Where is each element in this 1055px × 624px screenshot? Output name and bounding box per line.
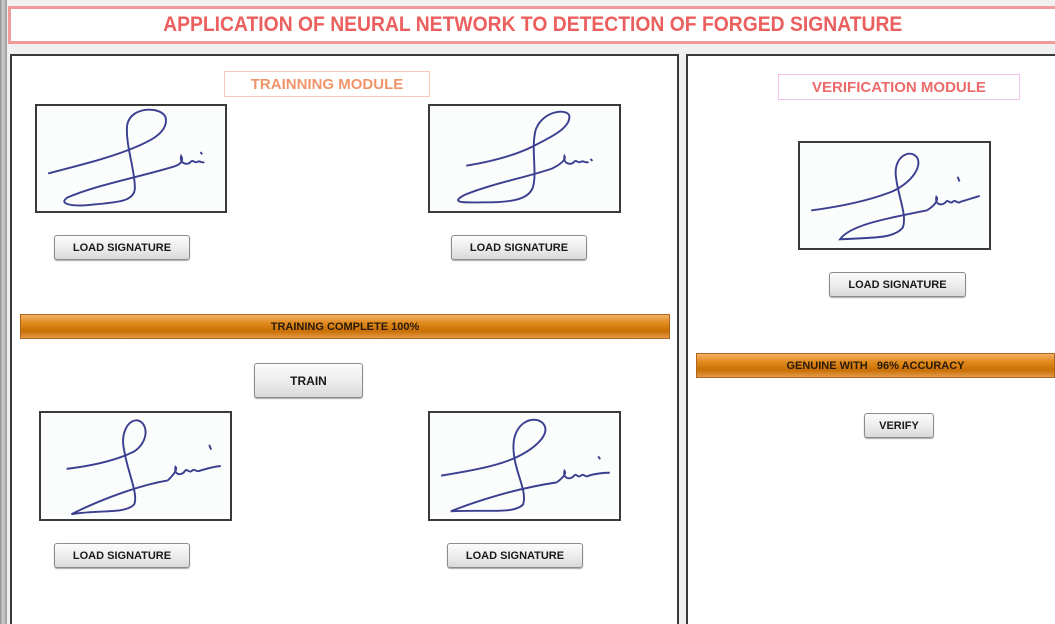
train-button[interactable]: TRAIN [254, 363, 363, 398]
signature-image-3 [39, 411, 232, 521]
training-progress-bar: TRAINING COMPLETE 100% [20, 314, 670, 339]
load-signature-button-1[interactable]: LOAD SIGNATURE [54, 235, 190, 260]
app-title-banner: APPLICATION OF NEURAL NETWORK TO DETECTI… [8, 6, 1055, 44]
verification-module-label: VERIFICATION MODULE [778, 74, 1020, 100]
verification-load-signature-button[interactable]: LOAD SIGNATURE [829, 272, 966, 297]
verify-button[interactable]: VERIFY [864, 413, 934, 438]
signature-image-4 [428, 411, 621, 521]
verification-signature-image [798, 141, 991, 250]
signature-icon [811, 152, 981, 241]
load-signature-button-4[interactable]: LOAD SIGNATURE [447, 543, 583, 568]
signature-icon [457, 110, 594, 204]
window-left-edge [0, 0, 7, 624]
signature-icon [440, 418, 610, 513]
verification-result-bar: GENUINE WITH 96% ACCURACY [696, 353, 1055, 378]
verification-module-panel [686, 54, 1055, 624]
signature-image-1 [35, 104, 227, 213]
app-title: APPLICATION OF NEURAL NETWORK TO DETECTI… [163, 13, 903, 36]
load-signature-button-2[interactable]: LOAD SIGNATURE [451, 235, 587, 260]
signature-icon [47, 108, 205, 207]
training-module-label: TRAINNING MODULE [224, 71, 430, 97]
signature-image-2 [428, 104, 621, 213]
signature-icon [66, 419, 221, 516]
load-signature-button-3[interactable]: LOAD SIGNATURE [54, 543, 190, 568]
